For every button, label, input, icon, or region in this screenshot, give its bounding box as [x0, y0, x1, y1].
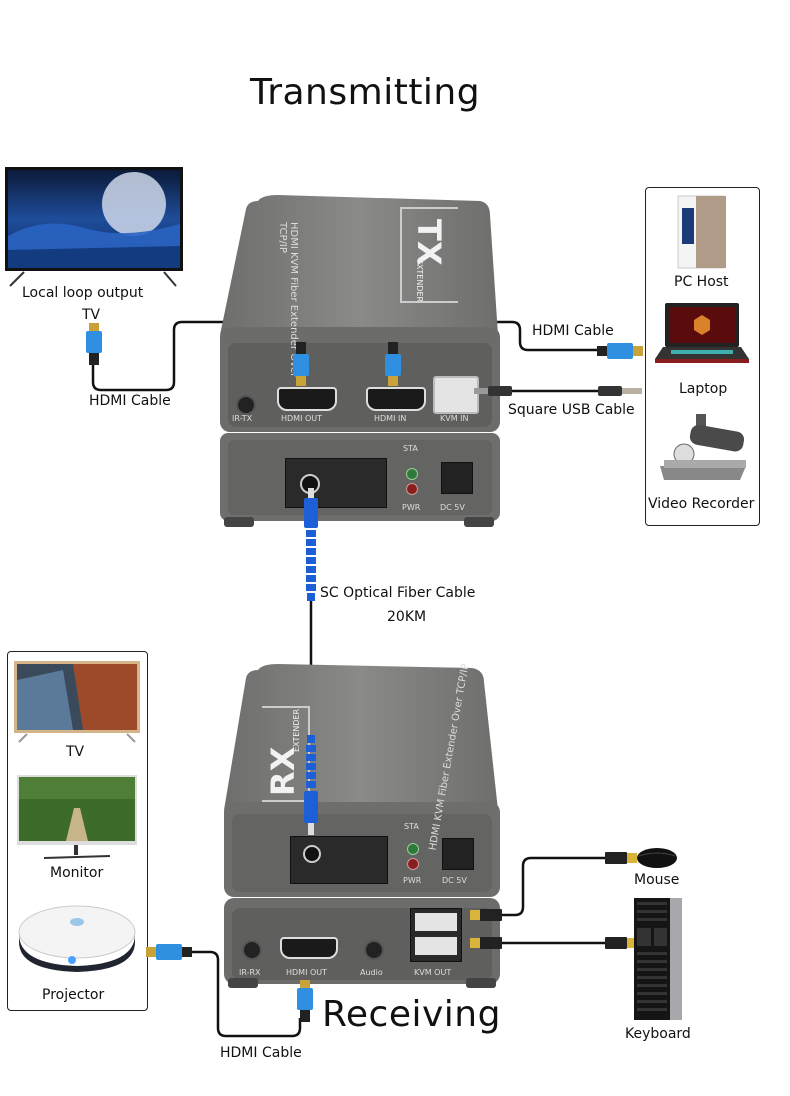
usb-a-plug-icon [470, 909, 502, 921]
usb-cable-mouse [500, 856, 605, 917]
tx-badge: TX EXTENDER [400, 207, 458, 303]
display-label-tv: TV [66, 744, 85, 760]
port-label-hdmi-out: HDMI OUT [281, 414, 323, 423]
usb-cable-label-tx: Square USB Cable [508, 402, 635, 418]
port-label-hdmi-out-rx: HDMI OUT [286, 968, 328, 977]
dc-power-jack-tx[interactable] [441, 462, 473, 494]
tx-badge-subtext: EXTENDER [415, 259, 424, 303]
port-label-ir-tx: IR-TX [232, 414, 253, 423]
cctv-recorder-icon [660, 414, 746, 480]
source-label-laptop: Laptop [679, 381, 728, 397]
sta-label-tx: STA [403, 444, 418, 453]
display-devices-panel: TV Monitor Projector [7, 651, 148, 1011]
hdmi-plug-icon [293, 342, 309, 386]
source-label-video-recorder: Video Recorder [648, 496, 755, 512]
pwr-led-rx [407, 858, 419, 870]
port-label-kvm-out: KVM OUT [414, 968, 452, 977]
display-label-monitor: Monitor [50, 865, 104, 881]
kvm-in-usb-b-port[interactable] [433, 376, 479, 414]
hdmi-out-port-tx[interactable] [277, 387, 337, 411]
sta-label-rx: STA [404, 822, 419, 831]
hdmi-plug-icon [86, 323, 102, 365]
rx-badge-text: RX [264, 746, 302, 796]
transmitting-title: Transmitting [250, 72, 481, 113]
usb-a-plug-icon [470, 937, 502, 949]
local-tv-icon [5, 167, 183, 287]
fiber-cable-label: SC Optical Fiber Cable [320, 585, 476, 601]
hdmi-plug-icon [385, 342, 401, 386]
usb-b-plug-icon [598, 386, 642, 396]
hdmi-out-port-rx[interactable] [280, 937, 338, 959]
peripheral-label-keyboard: Keyboard [625, 1026, 691, 1042]
usb-b-plug-icon [474, 386, 512, 396]
sta-led-rx [407, 843, 419, 855]
sta-led-tx [406, 468, 418, 480]
kvm-out-usb-ports[interactable] [410, 908, 462, 962]
fiber-ferrule-rx [303, 845, 321, 863]
projector-icon [18, 905, 136, 972]
rx-badge-subtext: EXTENDER [292, 708, 301, 752]
usb-a-port-1[interactable] [415, 913, 457, 931]
fiber-distance-label: 20KM [387, 609, 427, 625]
hdmi-cable-rx [185, 950, 302, 1038]
local-loop-output-label: Local loop output [22, 285, 144, 301]
ir-rx-port[interactable] [242, 940, 262, 960]
port-label-ir-rx: IR-RX [239, 968, 261, 977]
usb-a-port-2[interactable] [415, 937, 457, 955]
ir-tx-port[interactable] [236, 395, 256, 415]
tv-icon [14, 661, 140, 743]
usb-a-plug-icon [605, 852, 637, 864]
audio-port[interactable] [364, 940, 384, 960]
hdmi-in-port-tx[interactable] [366, 387, 426, 411]
local-tv-label: TV [82, 307, 101, 323]
keyboard-icon [634, 898, 682, 1020]
dc-label-tx: DC 5V [440, 503, 465, 512]
receiving-title: Receiving [322, 994, 501, 1035]
pwr-label-tx: PWR [402, 503, 421, 512]
dc-power-jack-rx[interactable] [442, 838, 474, 870]
port-label-kvm-in: KVM IN [440, 414, 469, 423]
usb-a-plug-icon [605, 937, 637, 949]
port-label-hdmi-in: HDMI IN [374, 414, 407, 423]
monitor-icon [17, 775, 137, 859]
sc-fiber-connector-icon [304, 488, 318, 601]
pc-tower-icon [677, 195, 726, 269]
pwr-led-tx [406, 483, 418, 495]
pwr-label-rx: PWR [403, 876, 422, 885]
hdmi-plug-icon [297, 980, 313, 1022]
hdmi-cable-label-rx: HDMI Cable [220, 1045, 302, 1061]
mouse-icon [637, 848, 677, 868]
hdmi-plug-icon [146, 944, 192, 960]
hdmi-cable-label-tx-left: HDMI Cable [89, 393, 171, 409]
hdmi-plug-icon [597, 343, 643, 359]
hdmi-cable-label-tx-right: HDMI Cable [532, 323, 614, 339]
display-label-projector: Projector [42, 987, 105, 1003]
port-label-audio: Audio [360, 968, 383, 977]
dc-label-rx: DC 5V [442, 876, 467, 885]
source-label-pc-host: PC Host [674, 274, 729, 290]
laptop-icon [655, 303, 749, 363]
source-devices-panel: PC Host Laptop Video Recorder [645, 187, 760, 526]
peripheral-label-mouse: Mouse [634, 872, 680, 888]
sc-fiber-connector-icon [304, 735, 318, 835]
